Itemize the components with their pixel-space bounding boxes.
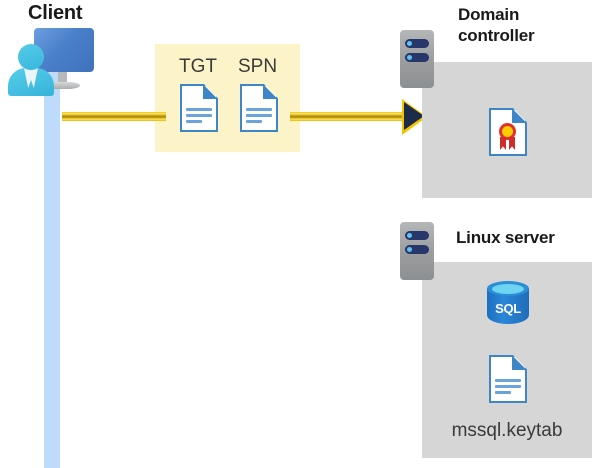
database-cylinder-top-inner [492, 284, 524, 294]
certificate-document-icon [489, 108, 527, 156]
monitor-base-icon [46, 82, 80, 89]
arrow-line-segment-right [290, 112, 412, 121]
server-bay-indicator [405, 53, 429, 62]
monitor-neck-icon [58, 72, 67, 84]
domain-controller-label: Domain controller [458, 5, 535, 45]
sql-database-label: SQL [495, 301, 521, 316]
seal-center-icon [502, 126, 513, 137]
document-line [186, 120, 202, 123]
person-head-icon [18, 44, 44, 70]
right-arrow-icon [404, 102, 424, 130]
keytab-document-icon [489, 355, 527, 403]
seal-ribbon-tail [500, 137, 506, 150]
linux-server-label: Linux server [456, 228, 555, 247]
linux-server-icon [400, 222, 434, 280]
document-line [246, 108, 272, 111]
spn-document-icon [240, 84, 278, 132]
sql-database-icon: SQL [487, 281, 529, 331]
server-bay-indicator [405, 39, 429, 48]
seal-ribbon-tail [509, 137, 515, 150]
client-computer-user-icon [6, 26, 94, 98]
tgt-label: TGT [179, 56, 217, 77]
client-label: Client [28, 2, 83, 24]
server-bay-indicator [405, 245, 429, 254]
server-bay-indicator [405, 231, 429, 240]
person-collar-icon [24, 68, 38, 88]
document-line [495, 385, 521, 388]
client-lifeline [44, 70, 60, 468]
arrow-line-segment-left [62, 112, 166, 121]
document-line [495, 379, 521, 382]
document-line [246, 114, 272, 117]
document-line [246, 120, 262, 123]
document-line [186, 108, 212, 111]
monitor-screen-icon [34, 28, 94, 72]
tgt-document-icon [180, 84, 218, 132]
document-line [495, 391, 511, 394]
token-highlight-box [155, 44, 300, 152]
spn-label: SPN [238, 56, 278, 77]
keytab-filename-label: mssql.keytab [451, 420, 563, 441]
document-line [186, 114, 212, 117]
domain-controller-server-icon [400, 30, 434, 88]
